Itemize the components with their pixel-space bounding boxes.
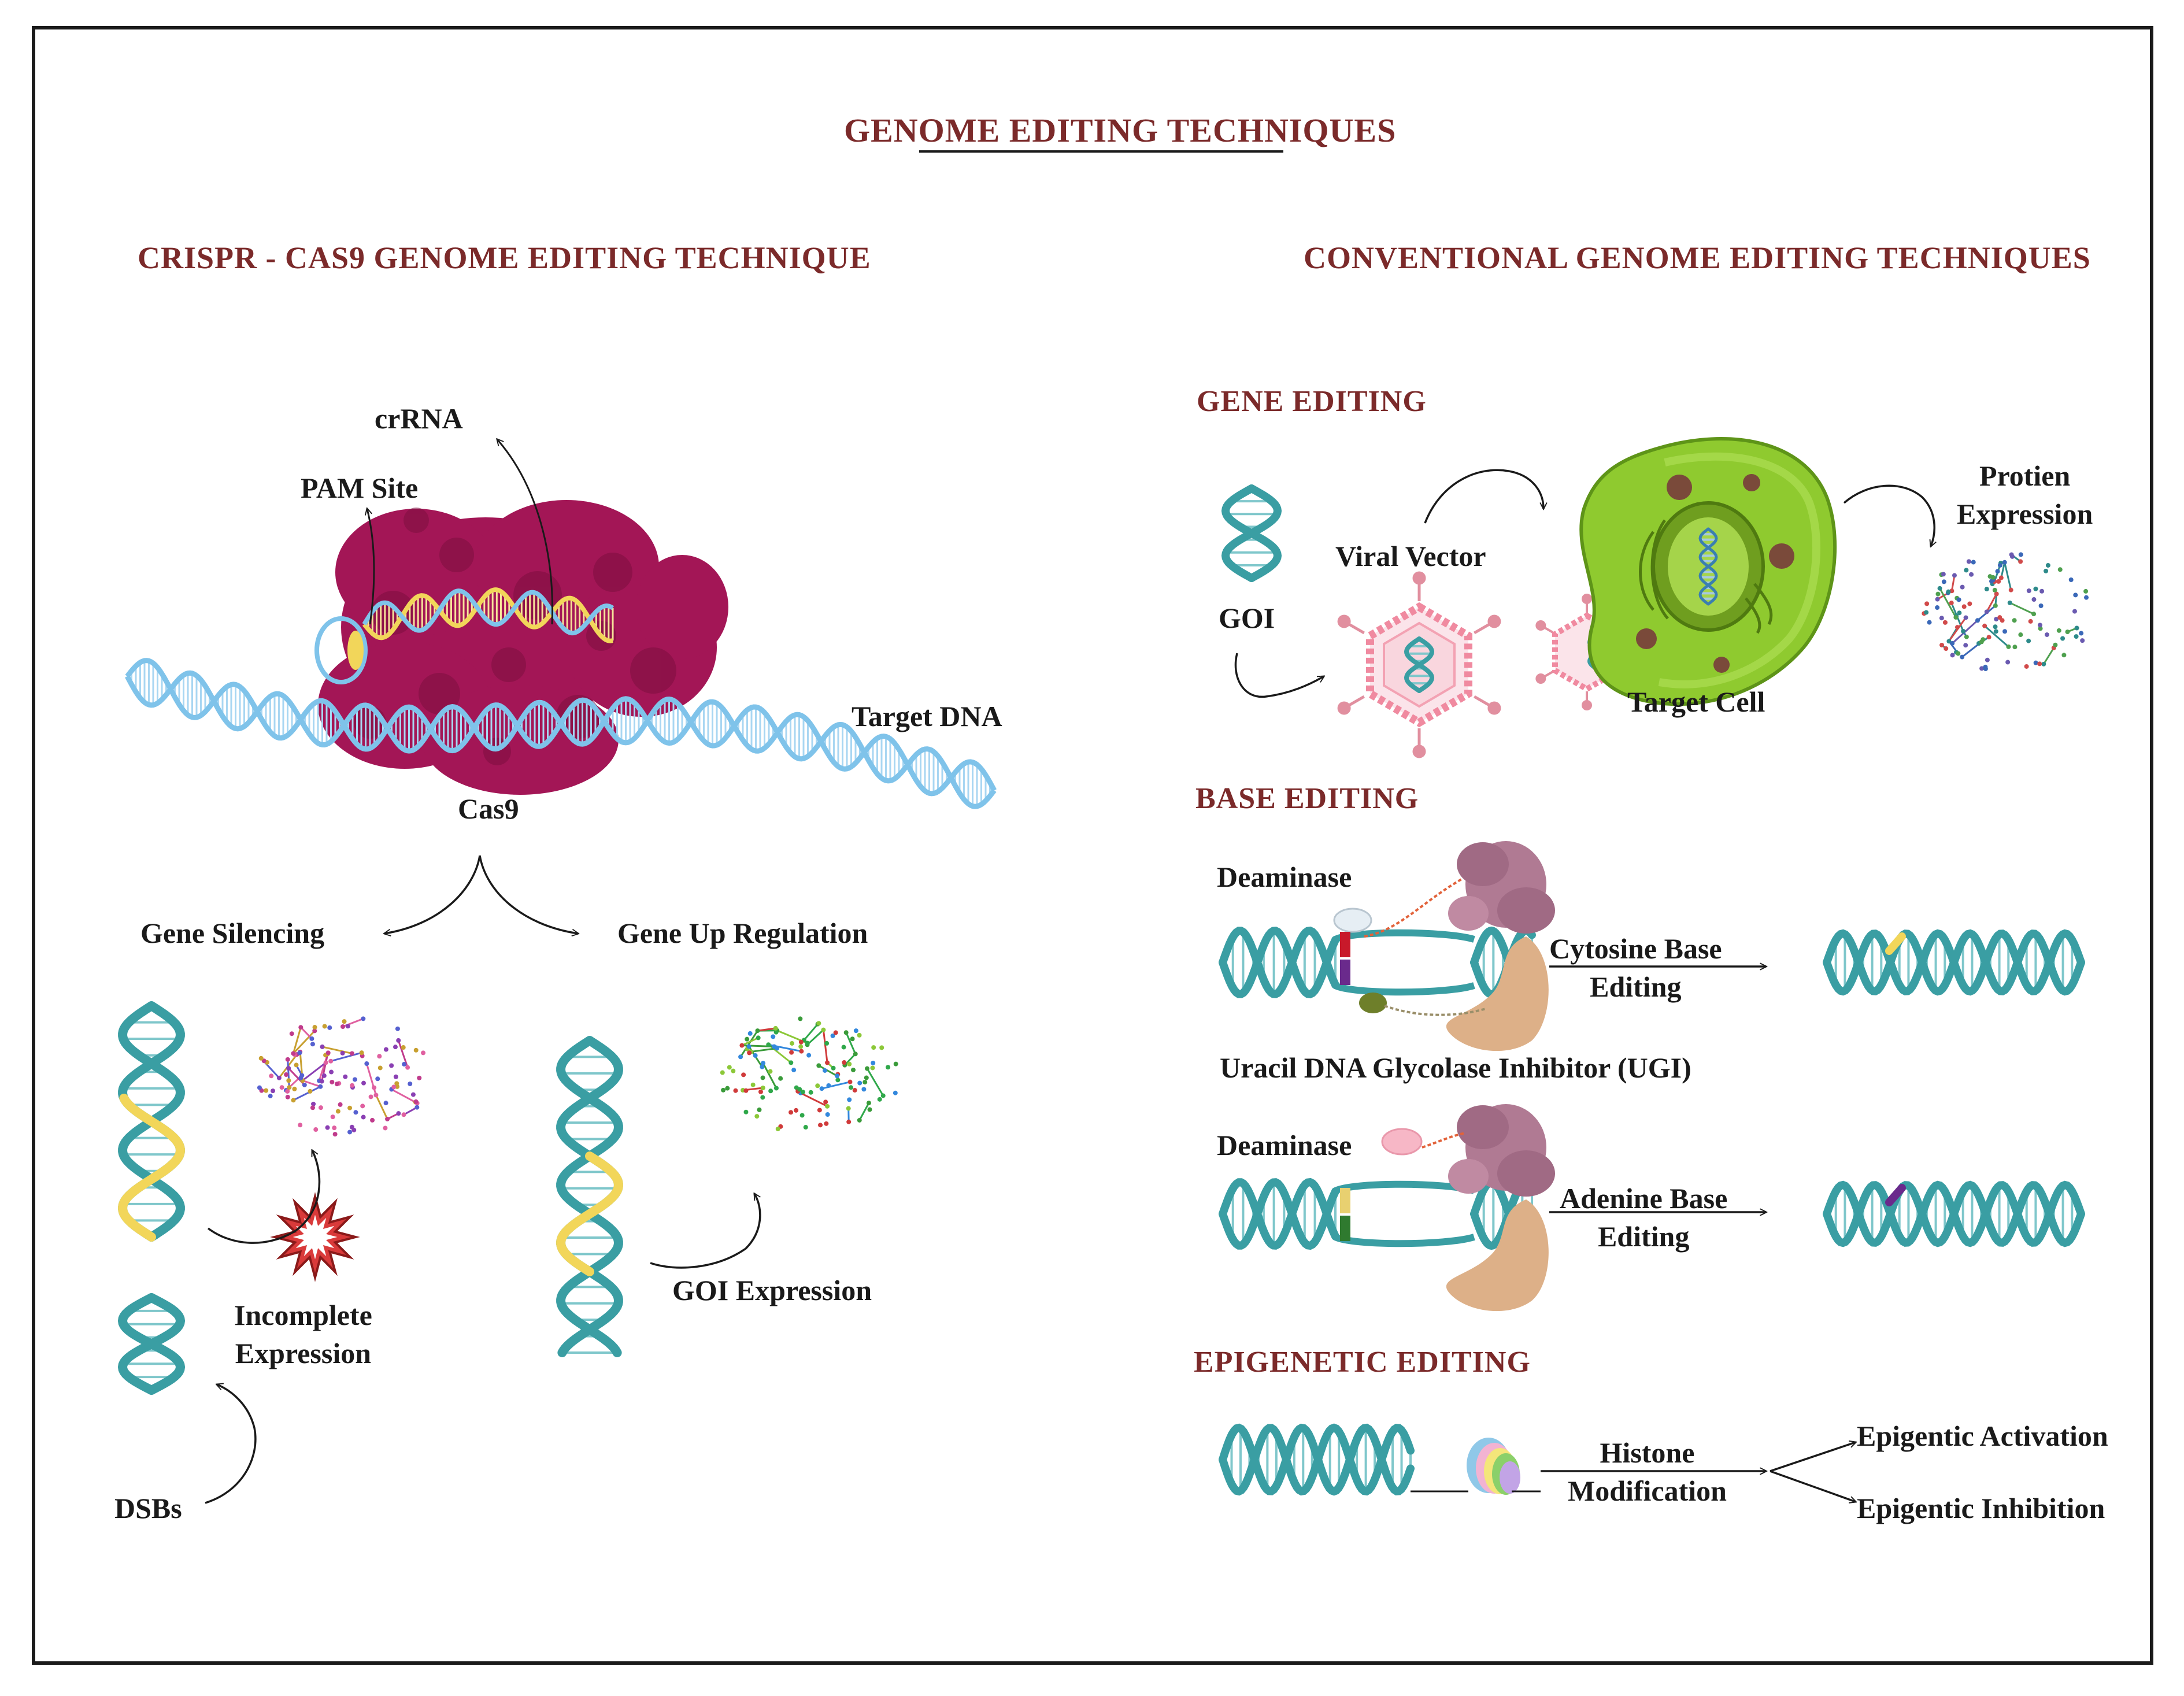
base-editing-heading: BASE EDITING	[1195, 782, 1419, 815]
adenine-line1: Adenine Base	[1560, 1182, 1728, 1214]
vector-to-cell-arrow	[1424, 469, 1543, 524]
protein-expression-line1: Protien	[1979, 460, 2071, 492]
cas9-protein	[318, 500, 728, 795]
pam-site-label: PAM Site	[301, 472, 419, 504]
histone-line1: Histone	[1600, 1436, 1695, 1469]
silencing-to-protein-arrow	[207, 1150, 321, 1244]
figure-frame	[32, 26, 2153, 1665]
adenine-edited-dna	[1823, 1180, 2085, 1247]
histone-line2: Modification	[1568, 1475, 1727, 1507]
gene-up-regulation-arrow	[479, 855, 578, 934]
inhibition-branch-arrow	[1770, 1470, 1856, 1502]
deaminase-label-1: Deaminase	[1217, 861, 1352, 893]
incomplete-expression-line2: Expression	[235, 1337, 372, 1369]
dsbs-arrow	[205, 1384, 257, 1504]
goi-dna	[1221, 484, 1282, 582]
pam-site-marker	[314, 616, 368, 684]
goi-to-vector-arrow	[1234, 653, 1324, 698]
main-title: GENOME EDITING TECHNIQUES	[844, 112, 1397, 149]
epigenetic-inhibition-label: Epigentic Inhibition	[1857, 1492, 2105, 1524]
gene-silencing-label: Gene Silencing	[140, 917, 325, 949]
crrna-strand	[362, 587, 615, 643]
crispr-heading: CRISPR - CAS9 GENOME EDITING TECHNIQUE	[138, 240, 871, 275]
conventional-heading: CONVENTIONAL GENOME EDITING TECHNIQUES	[1304, 240, 2091, 275]
cell-nucleus-dna	[1698, 527, 1718, 606]
target-dna-label: Target DNA	[852, 700, 1002, 732]
activation-branch-arrow	[1770, 1442, 1856, 1472]
protein-expression-line2: Expression	[1957, 498, 2093, 530]
cas9-label: Cas9	[458, 793, 519, 825]
target-dna-helix	[125, 658, 997, 809]
viral-vector-label: Viral Vector	[1335, 540, 1486, 572]
cytosine-line2: Editing	[1590, 971, 1682, 1003]
dsbs-label: DSBs	[114, 1492, 182, 1524]
pam-site-arrow	[367, 509, 375, 625]
cytosine-edited-dna	[1823, 929, 2085, 996]
adenine-editor-dna	[1219, 1177, 1536, 1250]
deaminase-label-2: Deaminase	[1217, 1129, 1352, 1161]
cell-to-protein-arrow	[1843, 484, 1934, 546]
crrna-label: crRNA	[375, 402, 463, 435]
gene-editing-heading: GENE EDITING	[1197, 385, 1427, 418]
ugi-label: Uracil DNA Glycolase Inhibitor (UGI)	[1220, 1051, 1691, 1084]
gene-silencing-arrow	[384, 855, 481, 934]
incomplete-expression-label: Incomplete Expression	[234, 1296, 372, 1372]
cytosine-base-editing-label: Cytosine Base Editing	[1549, 930, 1722, 1006]
adenine-base-editing-label: Adenine Base Editing	[1560, 1179, 1727, 1256]
epigenetic-dna	[1219, 1423, 1415, 1496]
adenine-line2: Editing	[1597, 1220, 1690, 1253]
dsb-dna-fragment	[117, 1293, 186, 1395]
gene-silencing-dna	[118, 1001, 185, 1242]
protein-expression-label: Protien Expression	[1957, 457, 2093, 533]
gene-up-regulation-label: Gene Up Regulation	[617, 917, 868, 949]
silenced-protein-molecule	[257, 1016, 426, 1137]
disruption-starburst-icon	[270, 1192, 360, 1282]
expressed-protein-molecule	[720, 1016, 898, 1132]
protein-expression-molecule	[1922, 552, 2089, 671]
epigenetic-editing-heading: EPIGENETIC EDITING	[1194, 1346, 1531, 1379]
goi-expression-arrow	[650, 1194, 761, 1269]
pam-site-fill	[347, 631, 364, 670]
epigenetic-activation-label: Epigentic Activation	[1857, 1420, 2108, 1452]
nucleosome-icon	[1467, 1438, 1520, 1495]
cytosine-editor-enzymes	[1333, 841, 1555, 1051]
crrna-arrow	[497, 439, 553, 625]
viral-vector-dna	[1404, 636, 1435, 693]
histone-modification-label: Histone Modification	[1568, 1434, 1727, 1510]
gene-up-regulation-dna	[556, 1036, 623, 1357]
adenine-editor-enzymes	[1340, 1104, 1555, 1312]
goi-expression-label: GOI Expression	[672, 1274, 872, 1306]
incomplete-expression-line1: Incomplete	[234, 1299, 372, 1331]
cytosine-editor-dna	[1219, 926, 1536, 999]
cytosine-line1: Cytosine Base	[1549, 932, 1722, 965]
goi-label: GOI	[1219, 602, 1275, 634]
target-cell-label: Target Cell	[1627, 686, 1765, 718]
